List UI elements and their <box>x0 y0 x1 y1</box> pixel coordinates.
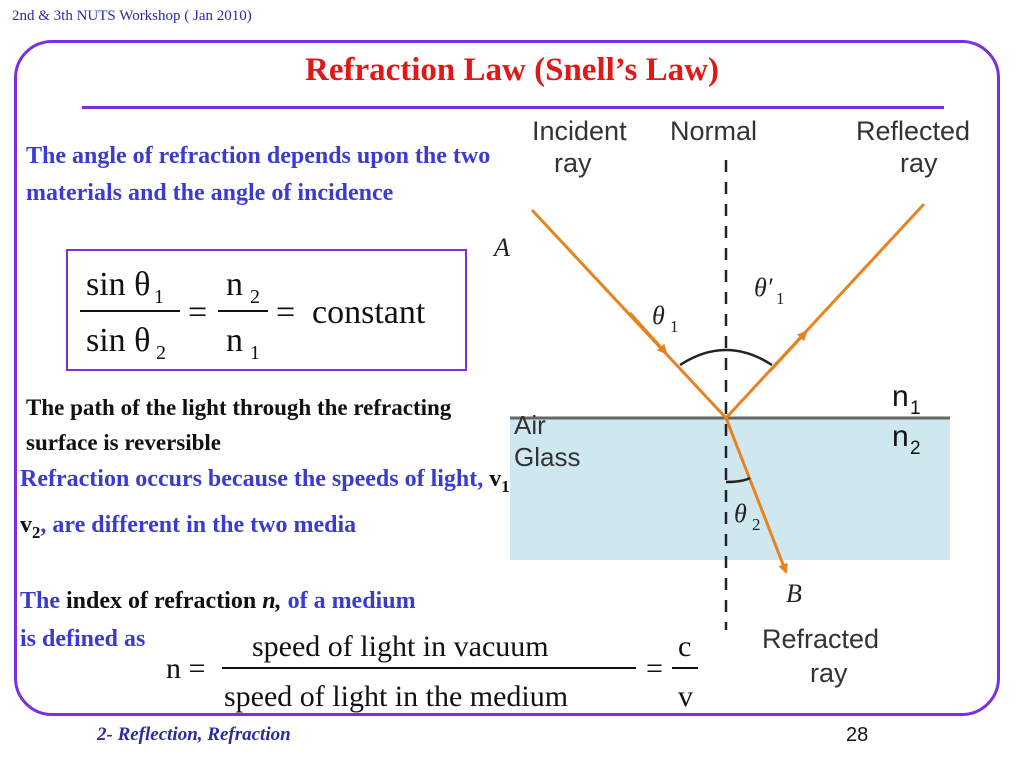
incident-label-2: ray <box>554 148 592 178</box>
slide-frame <box>14 40 1000 716</box>
formula1-den-left-sub: 2 <box>156 342 166 364</box>
formula2-numerator: speed of light in vacuum <box>252 630 549 663</box>
refracted-label-1: Refracted <box>762 624 879 654</box>
para3-part2: , are different in the two media <box>40 511 357 538</box>
glass-region <box>510 418 950 560</box>
n2-sub: 2 <box>910 438 921 459</box>
n2-label: n <box>892 420 909 453</box>
point-b-label: B <box>786 579 802 608</box>
footer-section: 2- Reflection, Refraction <box>97 724 291 745</box>
formula2-eq: = <box>646 652 663 685</box>
index-formula: n = speed of light in vacuum speed of li… <box>160 622 720 719</box>
workshop-header: 2nd & 3th NUTS Workshop ( Jan 2010) <box>12 8 252 24</box>
para3-part1: Refraction occurs because the speeds of … <box>20 466 490 492</box>
formula2-denominator: speed of light in the medium <box>224 680 568 713</box>
index-definition-text: The index of refraction n, of a medium i… <box>20 582 560 658</box>
formula1-den-left: sin θ <box>86 322 150 359</box>
formula2-c: c <box>678 630 691 663</box>
formula1-num-left-sub: 1 <box>154 286 164 308</box>
formula1-den-mid-sub: 1 <box>250 342 260 364</box>
refracted-label-2: ray <box>810 658 848 688</box>
snell-formula-box: sin θ 1 sin θ 2 = n 2 n 1 = constant <box>66 249 467 371</box>
page-number: 28 <box>846 724 869 746</box>
theta1-arc <box>679 348 773 367</box>
snell-formula: sin θ 1 sin θ 2 = n 2 n 1 = constant <box>80 266 426 364</box>
para3-v1: v1 <box>489 466 510 496</box>
refracted-ray <box>724 417 788 574</box>
refraction-diagram: Incident ray Normal Reflected ray Air Gl… <box>480 110 1000 715</box>
slide-title: Refraction Law (Snell’s Law) <box>305 52 719 88</box>
formula1-constant: constant <box>312 294 426 331</box>
para3-v2: v2 <box>20 511 41 542</box>
glass-label: Glass <box>514 442 580 472</box>
n1-label: n <box>892 380 909 413</box>
para4-rest: a medium <box>307 588 416 614</box>
air-label: Air <box>514 410 546 440</box>
theta1-label: θ <box>652 301 665 330</box>
theta1-sub: 1 <box>670 317 679 336</box>
title-underline <box>82 106 944 109</box>
incident-ray-arrow <box>628 311 668 355</box>
reversible-path-text: The path of the light through the refrac… <box>26 395 452 455</box>
theta2-sub: 2 <box>752 515 761 534</box>
formula1-num-mid: n <box>226 266 243 303</box>
formula2-v: v <box>678 680 693 713</box>
para4-the: The <box>20 588 61 614</box>
point-a-label: A <box>492 233 510 262</box>
formula1-num-left: sin θ <box>86 266 150 303</box>
para4-n: n, <box>262 588 282 614</box>
formula1-eq2: = <box>276 294 295 331</box>
formula2-lhs: n = <box>166 652 205 685</box>
index-formula-svg: n = speed of light in vacuum speed of li… <box>166 630 698 713</box>
formula1-eq1: = <box>188 294 207 331</box>
theta2-label: θ <box>734 499 747 528</box>
reflected-label-2: ray <box>900 148 938 178</box>
theta1-prime-label: θ′ <box>754 273 773 302</box>
reflected-ray-arrow <box>768 330 808 373</box>
n1-sub: 1 <box>910 398 921 419</box>
formula1-num-mid-sub: 2 <box>250 286 260 308</box>
para4-line2: is defined as <box>20 626 146 652</box>
formula1-den-mid: n <box>226 322 243 359</box>
theta2-arc <box>725 476 751 484</box>
angle-dependence-text: The angle of refraction depends upon the… <box>26 143 491 206</box>
reflected-ray <box>724 202 926 420</box>
para4-mid: index of refraction <box>60 588 263 614</box>
para4-of: of <box>281 588 308 614</box>
normal-label: Normal <box>670 116 757 146</box>
incident-label-1: Incident <box>532 116 627 146</box>
refraction-diagram-svg: Incident ray Normal Reflected ray Air Gl… <box>492 116 970 688</box>
theta1-prime-sub: 1 <box>776 289 785 308</box>
reflected-label-1: Reflected <box>856 116 970 146</box>
